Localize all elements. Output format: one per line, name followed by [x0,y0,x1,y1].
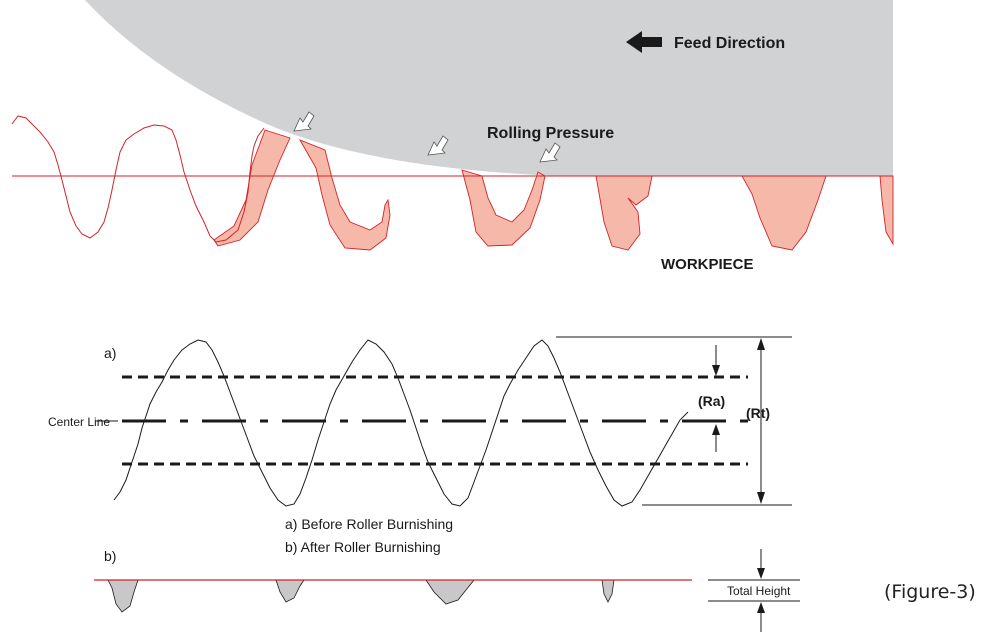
ra-arrow-down-icon [712,365,720,376]
legend-before: a) Before Roller Burnishing [285,516,453,532]
rolling-pressure-arrows [293,111,561,163]
ra-label: (Ra) [698,393,725,409]
rt-label: (Rt) [746,405,770,421]
rt-arrow-down-icon [757,492,765,504]
label-a: a) [104,345,116,361]
legend-after: b) After Roller Burnishing [285,539,441,555]
total-height-arrow-up-icon [757,602,765,613]
pressure-arrow-icon [539,142,561,163]
feed-direction-arrow-icon [626,31,662,53]
roller-shape [85,0,893,176]
feed-direction-label: Feed Direction [674,35,785,52]
ra-arrow-up-icon [712,424,720,435]
total-height-arrow-down-icon [757,568,765,579]
rolling-pressure-label: Rolling Pressure [487,125,614,142]
burnished-material [213,129,894,251]
figure-caption: (Figure-3) [884,581,976,603]
pressure-arrow-icon [293,111,315,132]
smoothed-profile-after [94,579,692,613]
pressure-arrow-icon [427,135,449,156]
center-line-label: Center Line [48,415,110,429]
rough-profile-before [113,339,689,507]
label-b: b) [104,548,116,564]
total-height-label: Total Height [727,584,791,598]
rt-arrow-up-icon [757,338,765,350]
workpiece-profile [11,115,265,243]
workpiece-label: WORKPIECE [661,256,754,273]
